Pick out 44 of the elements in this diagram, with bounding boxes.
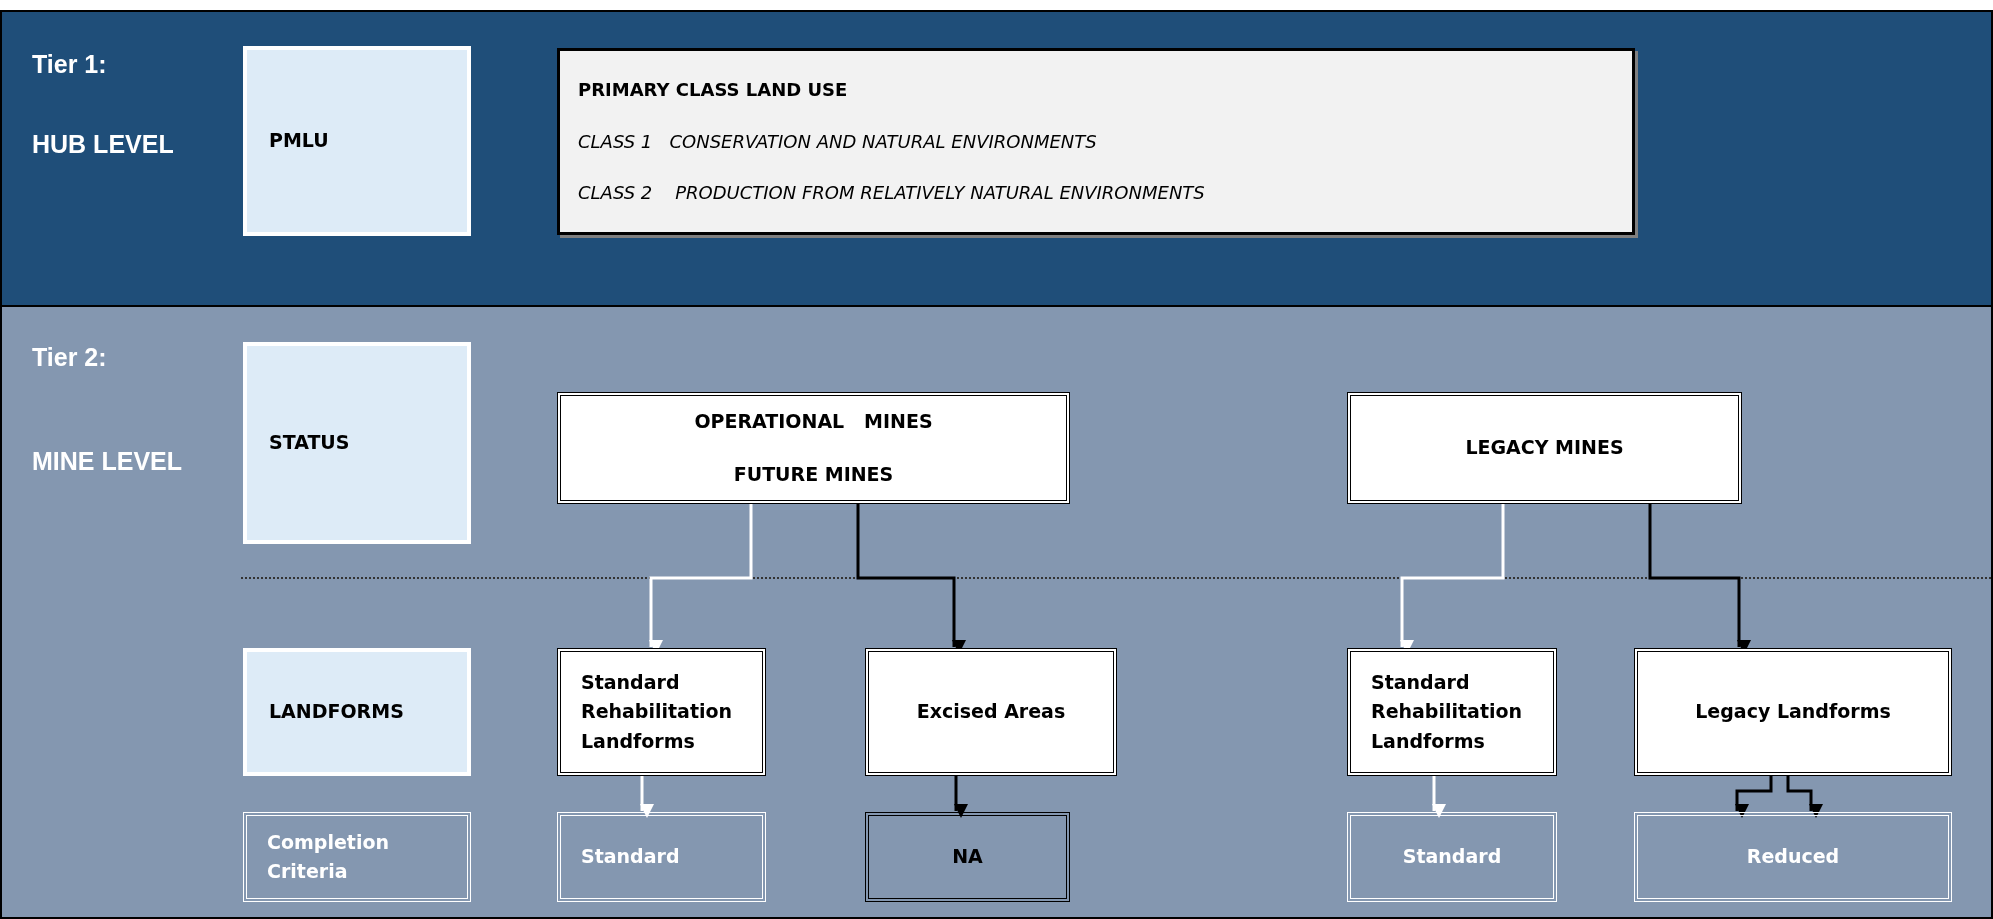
level-label-box [243,342,471,544]
box-text: LANDFORMS [269,699,404,725]
box-text: CLASS 1 CONSERVATION AND NATURAL ENVIRONMENTS [578,129,1097,154]
box-text: Reduced [1746,844,1840,870]
tier-band [0,10,1993,306]
tier-label: Tier 2: [32,343,107,372]
box-text: Standard Rehabilitation Landforms [1371,669,1524,754]
criteria-box [1347,812,1557,902]
box-text: Legacy Landforms [1695,699,1891,725]
box-text: Completion Criteria [267,829,390,884]
arrow [640,775,654,818]
level-label-box [243,648,471,776]
process-box [1634,648,1952,776]
box-text: PRIMARY CLASS LAND USE [578,77,848,102]
box-text: Standard Rehabilitation Landforms [581,669,734,754]
box-text: Standard [581,844,680,870]
criteria-box [1634,812,1952,902]
criteria-box [557,812,766,902]
box-text: STATUS [269,430,350,456]
class-list-box [557,48,1635,235]
box-text: PMLU [269,128,329,154]
process-box [1347,648,1557,776]
arrow [954,775,968,818]
arrow [1786,775,1823,818]
tier-label: HUB LEVEL [32,130,174,159]
tier-label: MINE LEVEL [32,447,182,476]
criteria-box [243,812,471,902]
box-text: OPERATIONAL MINES [694,408,933,434]
box-text: FUTURE MINES [733,462,894,487]
process-box [865,648,1117,776]
process-box [557,648,766,776]
tier-label: Tier 1: [32,50,107,79]
box-text: CLASS 2 PRODUCTION FROM RELATIVELY NATURAL ENVIRONMENTS [578,181,1205,206]
box-text: Excised Areas [916,699,1066,725]
arrow [1735,775,1773,818]
box-text: Standard [1402,844,1502,870]
criteria-box [865,812,1070,902]
level-label-box [243,46,471,236]
tier-band [0,306,1993,919]
process-box [1347,392,1742,504]
box-text: NA [952,844,983,870]
arrow [1432,775,1446,818]
process-box [557,392,1070,504]
box-text: LEGACY MINES [1465,435,1624,461]
